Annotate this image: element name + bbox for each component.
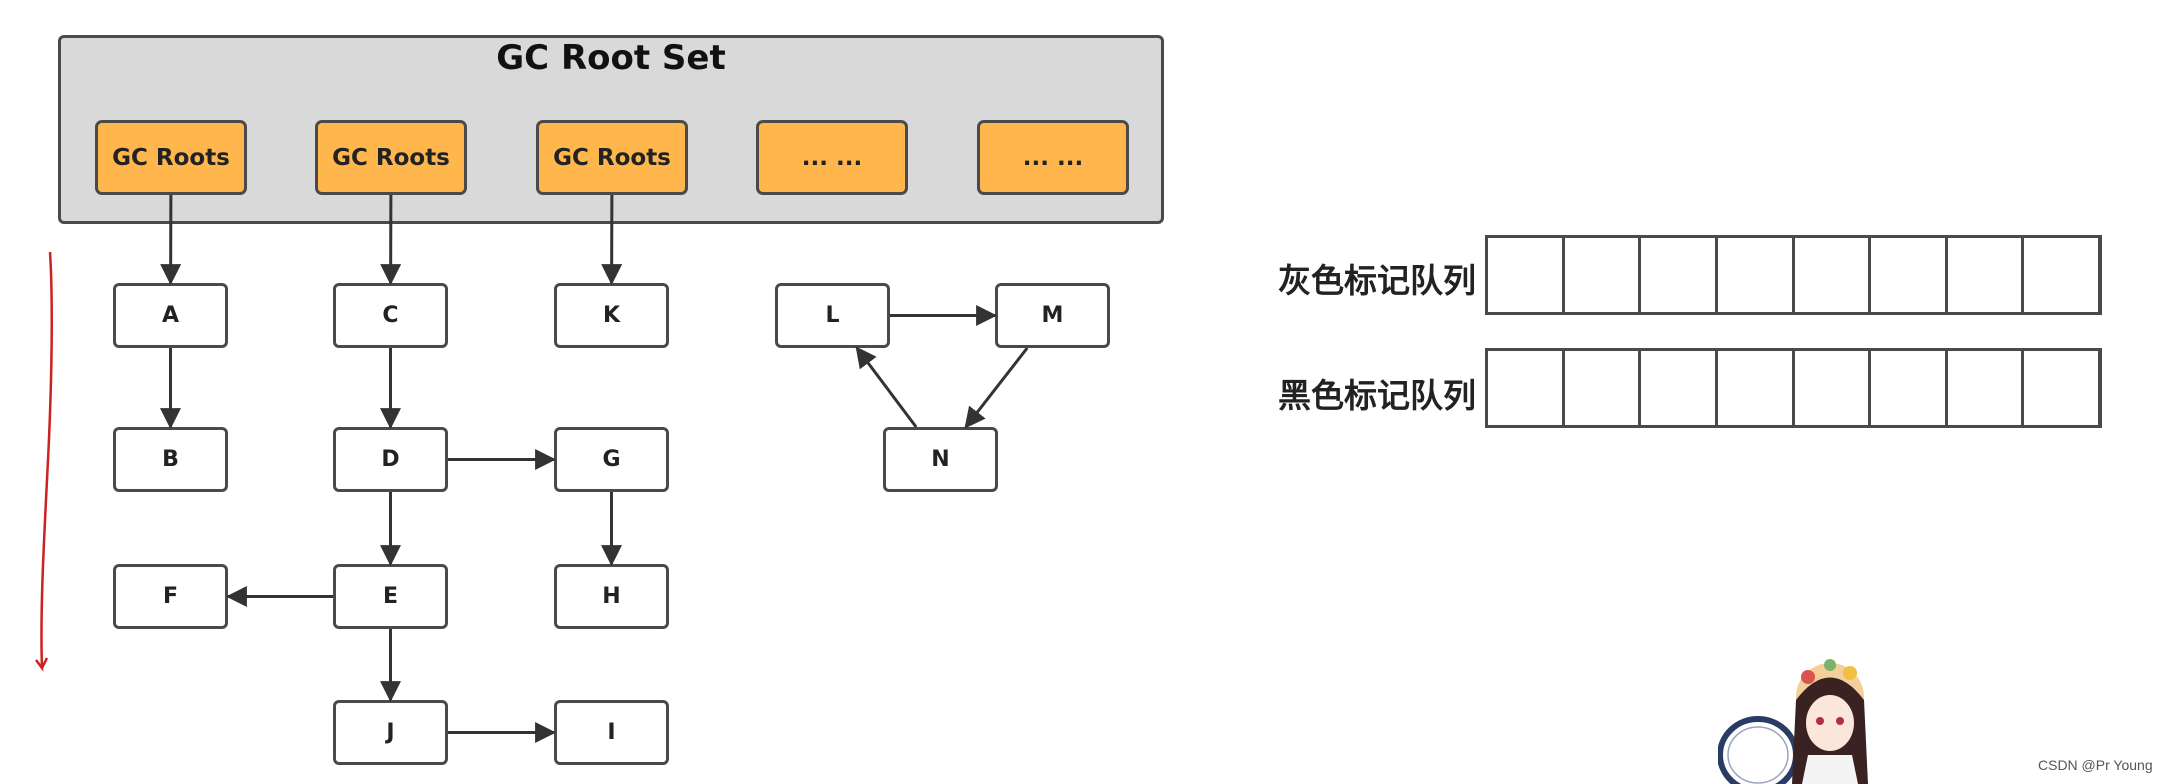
queue-slot [1948,238,2025,312]
queue-slot [1718,351,1795,425]
gc-root-1: GC Roots [95,120,247,195]
edge-N-L [855,346,918,428]
gc-root-ellipsis-2: ... ... [977,120,1129,195]
node-j: J [333,700,448,765]
edge-M-N [964,347,1029,429]
queue-slot [1871,238,1948,312]
queue-slot [1795,238,1872,312]
node-l: L [775,283,890,348]
gray-mark-queue [1485,235,2102,315]
node-c: C [333,283,448,348]
watermark: CSDN @Pr Young [2038,757,2153,773]
queue-slot [1641,351,1718,425]
node-b: B [113,427,228,492]
node-n: N [883,427,998,492]
queue-slot [1871,351,1948,425]
queue-slot [1565,238,1642,312]
annotation-red-line [35,251,53,672]
queue-slot [1488,351,1565,425]
queue-slot [2024,238,2101,312]
gc-root-3: GC Roots [536,120,688,195]
queue-slot [1795,351,1872,425]
queue-slot [1488,238,1565,312]
queue-slot [1641,238,1718,312]
node-m: M [995,283,1110,348]
queue-slot [1718,238,1795,312]
gray-queue-label: 灰色标记队列 [1278,261,1476,300]
gc-root-ellipsis-1: ... ... [756,120,908,195]
queue-slot [1565,351,1642,425]
gc-root-2: GC Roots [315,120,467,195]
node-h: H [554,564,669,629]
queue-slot [2024,351,2101,425]
queue-slot [1948,351,2025,425]
gc-root-set-title: GC Root Set [496,38,726,78]
black-queue-label: 黑色标记队列 [1278,376,1476,415]
avatar-illustration [1718,659,1868,784]
node-a: A [113,283,228,348]
black-mark-queue [1485,348,2102,428]
node-f: F [113,564,228,629]
